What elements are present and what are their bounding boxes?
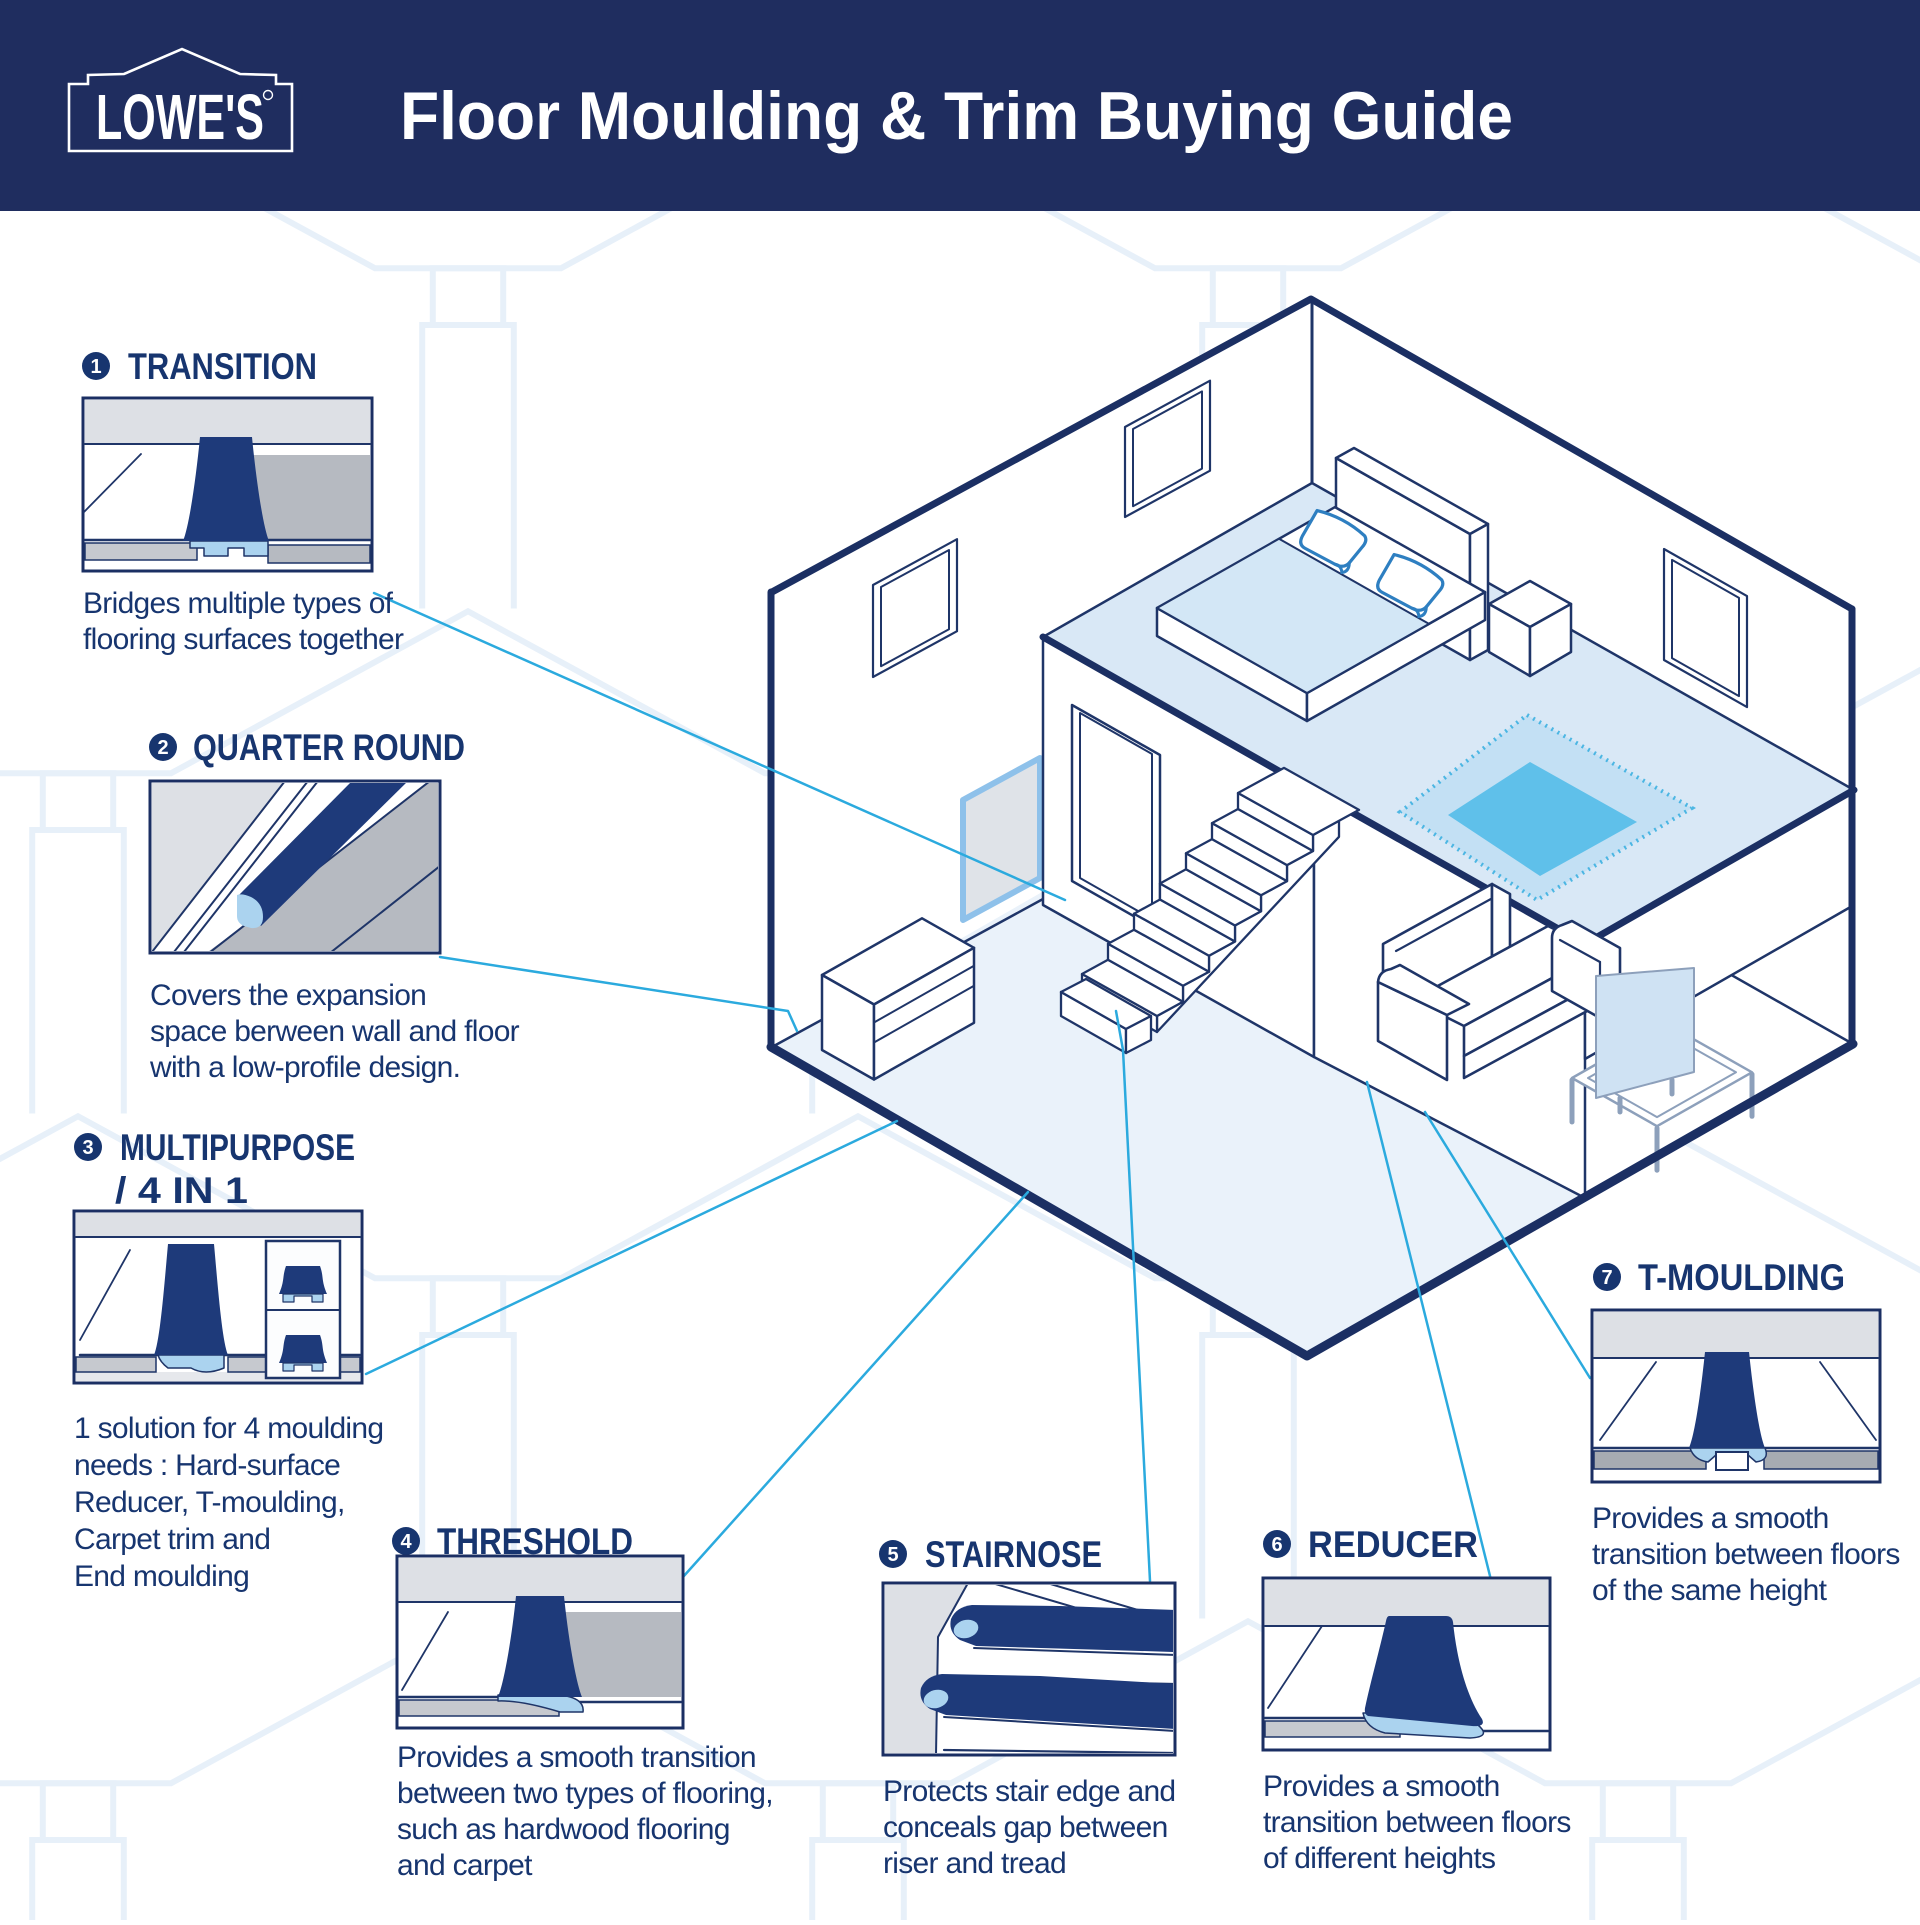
svg-text:Provides a smooth transition: Provides a smooth transition <box>397 1741 756 1774</box>
svg-text:2: 2 <box>157 737 168 759</box>
svg-text:Floor Moulding & Trim Buying G: Floor Moulding & Trim Buying Guide <box>400 78 1513 154</box>
svg-text:between two types of flooring,: between two types of flooring, <box>397 1777 773 1810</box>
svg-text:MULTIPURPOSE: MULTIPURPOSE <box>120 1127 355 1168</box>
svg-text:REDUCER: REDUCER <box>1308 1524 1478 1565</box>
svg-text:of the same height: of the same height <box>1592 1574 1828 1607</box>
svg-text:1: 1 <box>90 356 101 378</box>
svg-text:Reducer, T-moulding,: Reducer, T-moulding, <box>74 1486 345 1519</box>
svg-text:transition between floors: transition between floors <box>1263 1806 1571 1839</box>
svg-text:1 solution for 4 moulding: 1 solution for 4 moulding <box>74 1412 383 1445</box>
svg-text:/ 4 IN 1: / 4 IN 1 <box>115 1170 248 1211</box>
svg-text:6: 6 <box>1271 1534 1282 1556</box>
svg-text:Carpet trim and: Carpet trim and <box>74 1523 270 1556</box>
svg-text:with a low-profile design.: with a low-profile design. <box>149 1051 460 1084</box>
svg-text:such as hardwood flooring: such as hardwood flooring <box>397 1813 730 1846</box>
svg-text:T-MOULDING: T-MOULDING <box>1638 1257 1845 1298</box>
svg-text:LOWE'S: LOWE'S <box>96 81 264 153</box>
svg-text:riser and tread: riser and tread <box>883 1847 1066 1880</box>
svg-text:7: 7 <box>1601 1267 1612 1289</box>
svg-text:5: 5 <box>887 1544 898 1566</box>
svg-text:flooring surfaces together: flooring surfaces together <box>83 623 404 656</box>
svg-text:Covers the expansion: Covers the expansion <box>150 979 426 1012</box>
svg-text:Bridges multiple types of: Bridges multiple types of <box>83 587 394 620</box>
svg-text:STAIRNOSE: STAIRNOSE <box>925 1534 1102 1575</box>
svg-text:space berween wall and floor: space berween wall and floor <box>150 1015 520 1048</box>
svg-text:Protects stair edge and: Protects stair edge and <box>883 1775 1175 1808</box>
svg-text:conceals gap between: conceals gap between <box>883 1811 1168 1844</box>
svg-text:TRANSITION: TRANSITION <box>128 346 317 387</box>
svg-text:of different heights: of different heights <box>1263 1842 1495 1875</box>
svg-text:Provides a smooth: Provides a smooth <box>1592 1502 1829 1535</box>
svg-text:3: 3 <box>82 1137 93 1159</box>
svg-text:needs : Hard-surface: needs : Hard-surface <box>74 1449 340 1482</box>
svg-text:transition between floors: transition between floors <box>1592 1538 1900 1571</box>
svg-text:4: 4 <box>400 1531 412 1553</box>
svg-text:and carpet: and carpet <box>397 1849 533 1882</box>
svg-text:End moulding: End moulding <box>74 1560 249 1593</box>
svg-text:Provides a smooth: Provides a smooth <box>1263 1770 1500 1803</box>
svg-text:QUARTER ROUND: QUARTER ROUND <box>193 727 465 768</box>
